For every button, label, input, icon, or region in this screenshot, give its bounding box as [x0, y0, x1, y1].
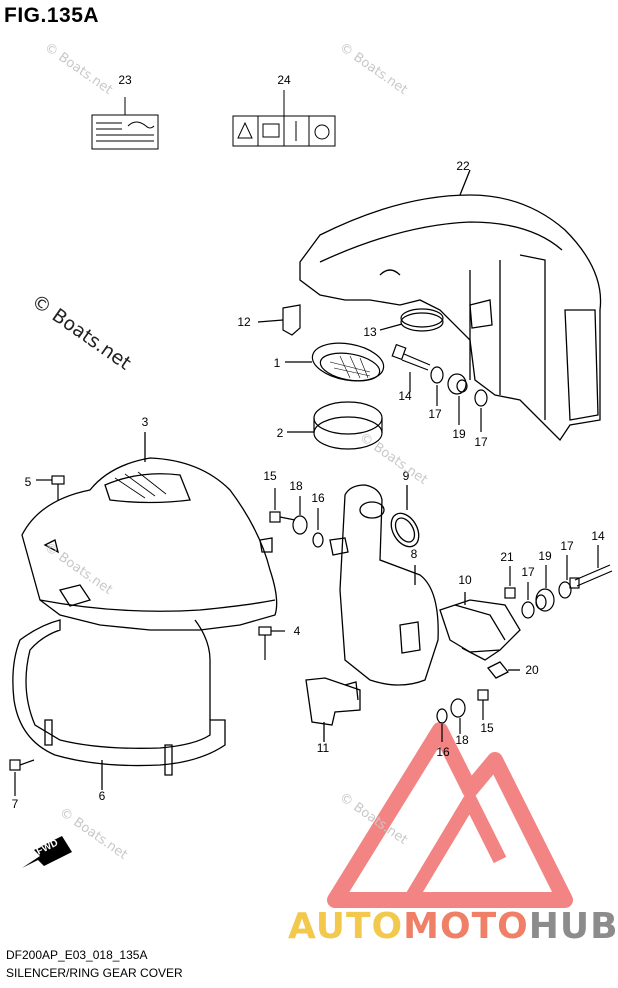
callout-bolt-lower: 4 — [294, 624, 301, 638]
callout-cushion-right: 19 — [538, 549, 552, 563]
bolt-lower-part — [258, 626, 285, 660]
brand-part-1: AUTO — [288, 906, 404, 947]
callout-silencer-case: 22 — [456, 159, 470, 173]
callout-grommet: 13 — [363, 325, 377, 339]
callout-nut: 21 — [500, 550, 514, 564]
callout-bolt-mid: 15 — [263, 469, 277, 483]
silencer-tube-part — [329, 484, 439, 686]
callout-cushion-upper: 19 — [452, 427, 466, 441]
callout-bolt-low: 15 — [480, 721, 494, 735]
ring-gear-cover-part — [21, 432, 278, 631]
bolt-low-part — [436, 689, 489, 742]
callout-washer-right-bottom: 17 — [521, 565, 535, 579]
callout-washer-low: 16 — [436, 745, 450, 759]
brand-part-2: MOTO — [403, 906, 529, 947]
figure-caption: SILENCER/RING GEAR COVER — [6, 966, 183, 980]
bolt-mid-part — [269, 488, 324, 548]
callout-bolt-right: 14 — [591, 529, 605, 543]
callout-bracket: 10 — [458, 573, 472, 587]
brand-logo-text: AUTOMOTOHUB — [288, 906, 618, 947]
callout-collar-mid: 18 — [289, 479, 303, 493]
callout-seal: 9 — [403, 469, 410, 483]
callout-ring-gear-guard: 6 — [99, 789, 106, 803]
callout-warning-label: 24 — [277, 73, 291, 87]
callout-bolt-upper: 14 — [398, 389, 412, 403]
callout-seal-ring: 2 — [277, 426, 284, 440]
figure-title: FIG.135A — [4, 4, 100, 27]
grommet-part — [379, 308, 444, 332]
callout-washer-mid: 16 — [311, 491, 325, 505]
bolt-guard-part — [9, 759, 35, 796]
caution-label-part — [91, 97, 159, 150]
callout-bolt-guard: 7 — [12, 797, 19, 811]
callout-caution-label: 23 — [118, 73, 132, 87]
bolt-cover-part — [36, 475, 65, 500]
plug-part — [257, 304, 301, 336]
lower-bracket-part — [305, 677, 361, 742]
bolt-right-part — [504, 545, 613, 619]
brand-part-3: HUB — [528, 906, 618, 947]
callout-plug: 12 — [237, 315, 251, 329]
callout-washer-upper-right: 17 — [474, 435, 488, 449]
callout-silencer-tube: 8 — [411, 547, 418, 561]
screen-part — [285, 342, 385, 382]
callout-washer-upper-left: 17 — [428, 407, 442, 421]
callout-lower-bracket: 11 — [317, 741, 330, 755]
callout-ring-gear-cover: 3 — [142, 415, 149, 429]
silencer-case-part — [299, 169, 602, 442]
ring-gear-guard-part — [12, 619, 226, 790]
callout-collar-low: 18 — [455, 733, 469, 747]
figure-code: DF200AP_E03_018_135A — [6, 948, 148, 962]
brand-logo-mark — [327, 722, 573, 908]
bracket-part — [439, 592, 521, 679]
seal-ring-part — [287, 401, 383, 450]
callout-washer-right-top: 17 — [560, 539, 574, 553]
callout-bolt-cover: 5 — [25, 475, 32, 489]
warning-label-part — [232, 90, 336, 147]
callout-screen: 1 — [274, 356, 281, 370]
callout-clamp: 20 — [525, 663, 539, 677]
fwd-arrow — [22, 836, 72, 868]
bolt-upper-part — [391, 343, 488, 432]
